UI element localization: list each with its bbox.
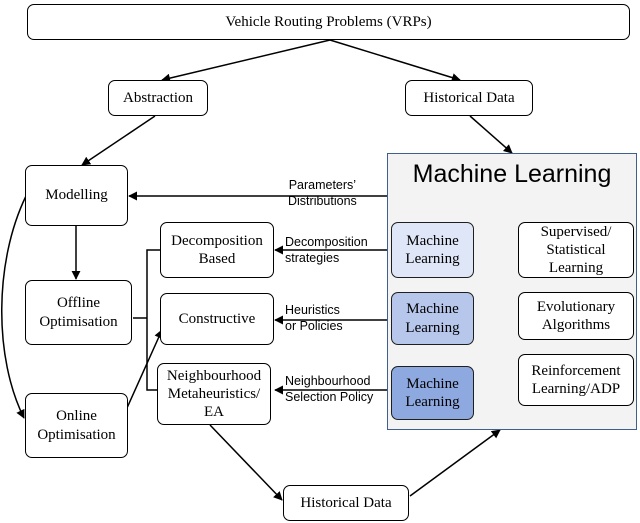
ml-node-1-line-1: Machine (406, 232, 459, 249)
historical-data-bottom-text: Historical Data (300, 494, 392, 511)
machine-learning-panel-title: Machine Learning (412, 160, 612, 188)
ml-node-3-line-1: Machine (406, 375, 459, 392)
neighbourhood-node: Neighbourhood Metaheuristics/ EA (157, 363, 271, 425)
supervised-line-2: Statistical (546, 241, 606, 258)
ml-node-neighbourhood: Machine Learning (391, 366, 474, 420)
historical-data-bottom-node: Historical Data (283, 485, 409, 521)
decomposition-based-node: Decomposition Based (160, 222, 274, 278)
edge-neighbourhood-to-historical-data (209, 424, 283, 501)
edge-abstraction-to-modelling (81, 115, 156, 166)
edge-historical-data-to-ml-panel-bottom (409, 429, 501, 497)
edge-historical-data-to-ml-panel (469, 115, 513, 154)
reinforcement-line-2: Learning/ADP (531, 381, 621, 397)
edge-label-neighbourhood-line-1: Neighbourhood (285, 374, 371, 388)
edge-label-decomposition: Decomposition strategies (285, 235, 368, 266)
historical-data-top-node: Historical Data (405, 80, 533, 116)
supervised-line-3: Learning (548, 260, 604, 277)
offline-optimisation-node: Offline Optimisation (25, 280, 132, 345)
evolutionary-line-1: Evolutionary (536, 298, 616, 315)
evolutionary-algorithms-node: Evolutionary Algorithms (518, 292, 634, 340)
reinforcement-learning-node: Reinforcement Learning/ADP (518, 354, 634, 406)
reinforcement-line-1: Reinforcement (531, 362, 621, 379)
vrp-title-text: Vehicle Routing Problems (VRPs) (225, 13, 432, 30)
online-line-1: Online (56, 408, 97, 425)
online-line-2: Optimisation (37, 426, 116, 443)
decomposition-line-2: Based (198, 251, 236, 267)
neighbourhood-line-3: EA (204, 404, 224, 421)
neighbourhood-line-2: Metaheuristics/ (167, 385, 261, 402)
constructive-node: Constructive (160, 293, 274, 345)
edge-label-neighbourhood-line-2: Selection Policy (285, 389, 374, 404)
bracket-optimisation-methods (146, 249, 160, 391)
decomposition-line-1: Decomposition (171, 232, 263, 249)
ml-node-2-line-2: Learning (405, 319, 460, 336)
supervised-line-1: Supervised/ (540, 223, 612, 240)
abstraction-node: Abstraction (108, 80, 208, 116)
edge-label-parameters-line-1: Parameters’ (288, 178, 357, 192)
edge-label-parameters-line-2: Distributions (288, 193, 357, 208)
ml-node-1-line-2: Learning (405, 251, 460, 267)
evolutionary-line-2: Algorithms (541, 317, 611, 333)
edge-label-heuristics-line-2: or Policies (285, 318, 343, 333)
modelling-text: Modelling (45, 187, 108, 204)
edge-label-decomposition-line-2: strategies (285, 250, 340, 265)
edge-label-parameters: Parameters’ Distributions (288, 178, 357, 209)
historical-data-top-text: Historical Data (423, 89, 515, 106)
ml-node-decomposition: Machine Learning (391, 222, 474, 278)
abstraction-text: Abstraction (123, 89, 193, 106)
modelling-node: Modelling (25, 165, 128, 226)
edge-label-neighbourhood: Neighbourhood Selection Policy (285, 374, 373, 405)
offline-line-2: Optimisation (39, 313, 118, 330)
edge-label-heuristics: Heuristics or Policies (285, 303, 343, 334)
ml-node-2-line-1: Machine (406, 301, 459, 318)
neighbourhood-line-1: Neighbourhood (166, 367, 262, 384)
online-optimisation-node: Online Optimisation (25, 393, 128, 458)
edge-label-heuristics-line-1: Heuristics (285, 303, 340, 317)
constructive-text: Constructive (178, 310, 256, 327)
edge-online-to-constructive (126, 329, 163, 409)
supervised-learning-node: Supervised/ Statistical Learning (518, 222, 634, 278)
edge-modelling-to-online (1, 195, 27, 419)
edge-vrp-to-historical-data (329, 39, 461, 82)
vrp-title-node: Vehicle Routing Problems (VRPs) (27, 4, 630, 40)
edge-vrp-to-abstraction (161, 39, 331, 83)
edge-label-decomposition-line-1: Decomposition (285, 235, 368, 249)
offline-line-1: Offline (56, 295, 101, 312)
ml-node-3-line-2: Learning (405, 394, 460, 410)
ml-node-constructive: Machine Learning (391, 292, 474, 345)
